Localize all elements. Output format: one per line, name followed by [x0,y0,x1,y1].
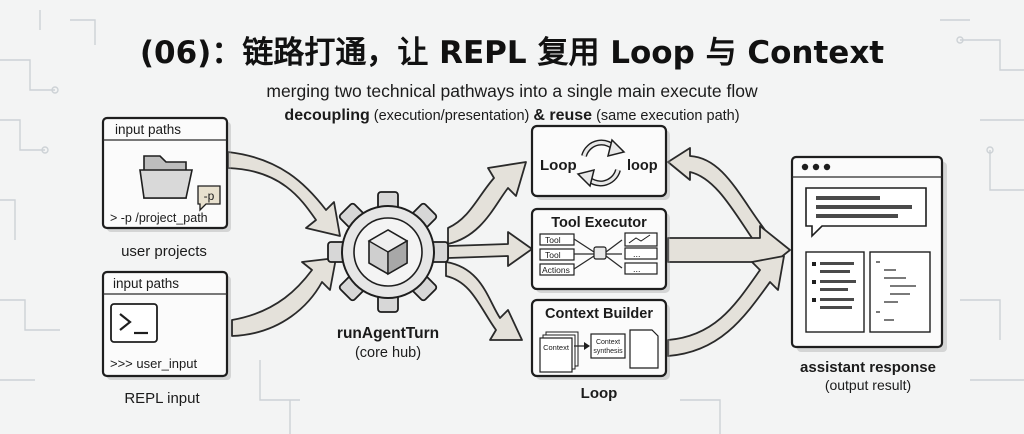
flag-badge: -p [197,185,221,212]
context-chip: Context [543,343,570,352]
arrow-context-to-output [667,255,785,357]
hub-name: runAgentTurn [337,325,439,342]
tool-outputs: ... ... [624,232,658,275]
context-doc-stack: Context [539,331,579,373]
context-builder-title: Context Builder [545,306,653,322]
tool-output-1: ... [633,249,641,259]
arrow-hub-to-loop [447,161,527,245]
input-command-repl: >>> user_input [110,356,197,371]
context-builder-module: Context Builder Context Context synthesi… [530,298,670,380]
terminal-icon [110,303,158,343]
input-box-projects-header: input paths [115,122,181,137]
context-synthesis: Context synthesis [590,333,626,359]
arrow-input-bottom-to-hub [231,257,337,337]
svg-text:synthesis: synthesis [593,348,623,355]
tool-executor-module: Tool Executor Tool Tool Actions ... ... [530,207,670,293]
browser-window-icon [790,155,947,352]
loop-label-right: loop [627,158,658,174]
input-box-repl-header: input paths [113,276,179,291]
arrow-hub-to-context [445,261,523,341]
input-caption-repl: REPL input [124,390,200,407]
tool-output-2: ... [633,264,641,274]
page-subtitle: merging two technical pathways into a si… [266,81,758,101]
svg-text:-p: -p [204,189,215,203]
output-caption: assistant response [800,359,936,376]
arrow-input-top-to-hub [227,151,341,237]
context-builder-caption: Loop [581,385,618,402]
circuit-decoration [0,10,1024,434]
hub-caption: (core hub) [355,345,421,361]
input-box-projects: input paths -p > -p /project_path [101,116,231,232]
tool-chip-3: Actions [542,265,570,275]
loop-module: Loop loop [530,124,670,200]
tool-chip-1: Tool [545,235,561,245]
svg-text:Context: Context [596,339,620,346]
tool-connectors [573,238,623,270]
input-box-repl: input paths >>> user_input [101,270,231,380]
input-command-projects: > -p /project_path [110,211,208,225]
arrow-hub-to-tool [447,231,533,267]
gear-cube-icon [327,191,449,313]
loop-label-left: Loop [540,157,577,174]
tool-chips: Tool Tool Actions [539,233,575,276]
tool-chip-2: Tool [545,250,561,260]
tool-executor-title: Tool Executor [551,215,647,231]
flow-arrows [227,147,791,357]
folder-icon [139,155,193,199]
page-tagline: decoupling (execution/presentation) & re… [284,107,739,124]
cycle-icon [576,138,626,188]
page-title: (06)：链路打通，让 REPL 复用 Loop 与 Context [140,35,884,71]
input-caption-projects: user projects [121,243,207,260]
arrow-loop-feedback [667,147,769,245]
output-subcaption: (output result) [825,377,911,393]
